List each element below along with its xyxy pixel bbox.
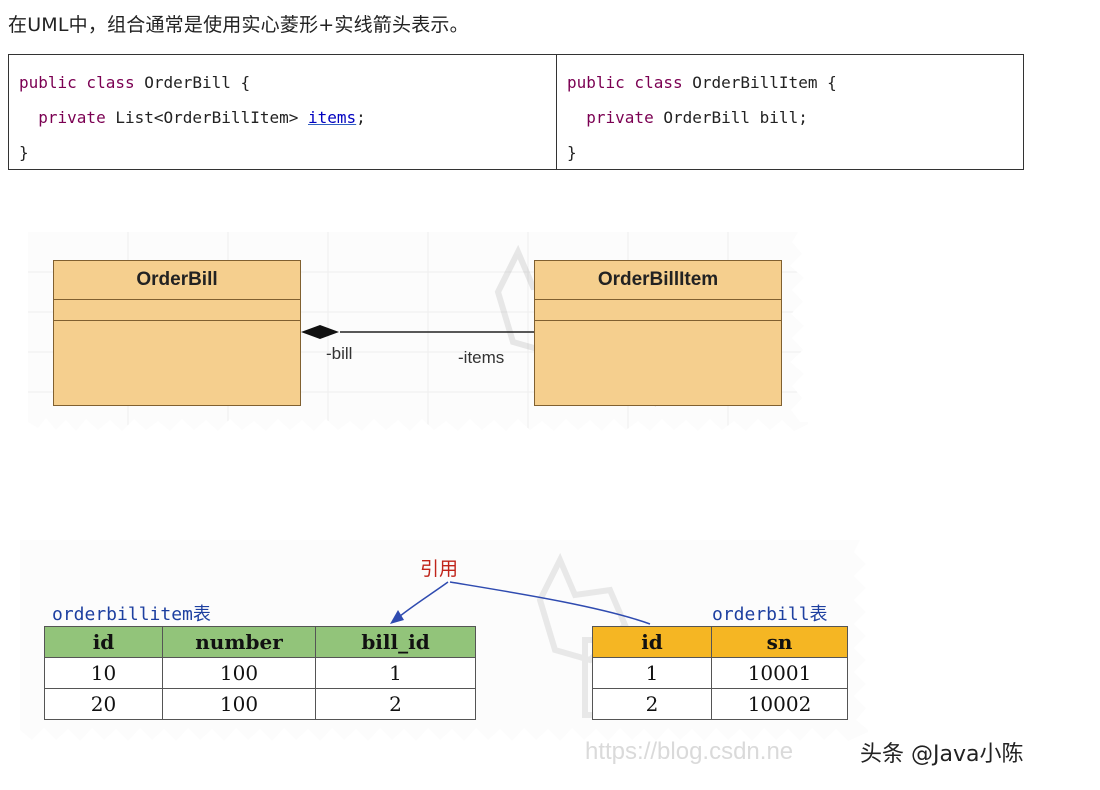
table-cell: 100 [162,688,316,720]
table-row: 1 10001 [592,657,848,689]
table-cell: 2 [315,688,476,720]
table-cell: 2 [592,688,712,720]
url-watermark: https://blog.csdn.ne [585,738,794,765]
uml-class-orderbillitem: OrderBillItem [534,260,782,406]
intro-text: 在UML中，组合通常是使用实心菱形+实线箭头表示。 [8,14,469,36]
code-semicolon: ; [356,108,366,127]
table-cell: 10001 [711,657,848,689]
role-label-items: -items [458,348,505,367]
code-orderbill: public class OrderBill { private List<Or… [9,55,557,169]
table-row: 10 100 1 [44,657,476,689]
table-caption-orderbill: orderbill表 [712,604,828,625]
code-orderbillitem: public class OrderBillItem { private Ord… [557,55,1023,169]
uml-class-attributes [535,300,781,321]
reference-label: 引用 [420,558,459,580]
code-class-name: OrderBill { [134,73,251,92]
table-row: 20 100 2 [44,688,476,720]
table-cell: 10 [44,657,163,689]
code-close-brace: } [567,143,577,162]
column-header: sn [711,626,848,658]
table-cell: 20 [44,688,163,720]
code-keyword: private [567,108,654,127]
role-label-bill: -bill [326,344,353,363]
uml-class-name: OrderBillItem [535,261,781,300]
composition-diamond-icon [301,325,339,339]
code-table: public class OrderBill { private List<Or… [8,54,1024,170]
reference-arrow-left [394,581,449,621]
author-watermark: 头条 @Java小陈 [860,742,1024,767]
uml-class-orderbill: OrderBill [53,260,301,406]
column-header: id [44,626,163,658]
reference-arrow-right [449,581,651,625]
table-caption-orderbillitem: orderbillitem表 [52,604,211,625]
table-cell: 10002 [711,688,848,720]
code-field-items[interactable]: items [308,108,357,127]
column-header: id [592,626,712,658]
table-header-row: id sn [592,626,848,658]
table-cell: 1 [592,657,712,689]
code-keyword: public class [567,73,683,92]
code-keyword: private [19,108,106,127]
table-cell: 100 [162,657,316,689]
uml-class-name: OrderBill [54,261,300,300]
table-cell: 1 [315,657,476,689]
orderbill-table: id sn 1 10001 2 10002 [592,626,848,720]
orderbillitem-table: id number bill_id 10 100 1 20 100 2 [44,626,476,720]
code-type: OrderBill bill; [653,108,808,127]
code-class-name: OrderBillItem { [682,73,837,92]
uml-class-attributes [54,300,300,321]
column-header: bill_id [315,626,476,658]
table-header-row: id number bill_id [44,626,476,658]
column-header: number [162,626,316,658]
code-type: List<OrderBillItem> [105,108,308,127]
table-row: 2 10002 [592,688,848,720]
db-tables-panel: 引用 orderbillitem表 orderbill表 id number b… [20,540,868,754]
arrowhead-icon [390,610,404,624]
uml-diagram-panel: OrderBill OrderBillItem -bill -items [28,232,808,438]
code-close-brace: } [19,143,29,162]
code-keyword: public class [19,73,135,92]
